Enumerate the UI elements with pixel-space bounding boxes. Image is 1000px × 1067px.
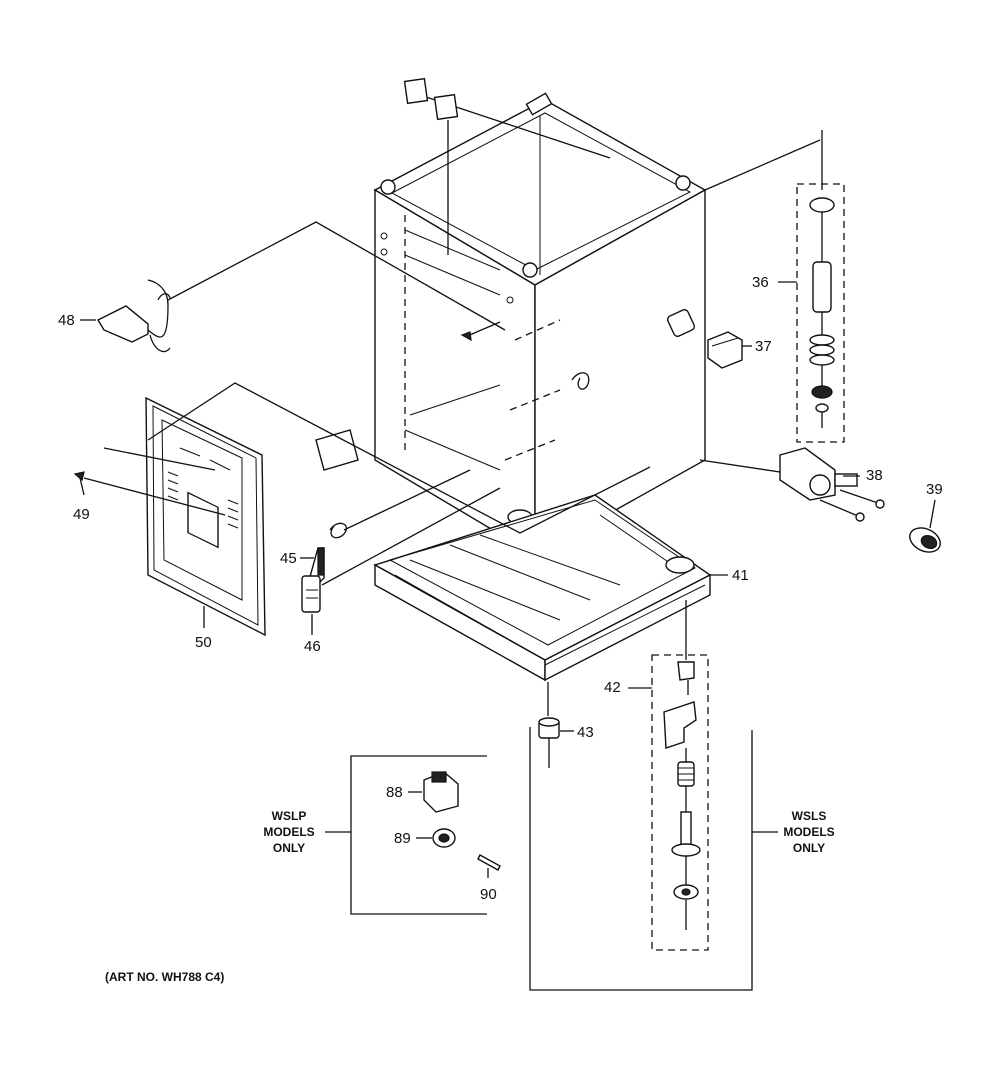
part-label-38: 38 [866, 467, 883, 484]
wslp-line-3: ONLY [273, 841, 305, 855]
art-number: (ART NO. WH788 C4) [105, 970, 224, 984]
wslp-parts [408, 771, 501, 878]
part-label-50: 50 [195, 634, 212, 651]
base-assembly [373, 494, 712, 682]
screw [73, 447, 226, 516]
wslp-line-2: MODELS [263, 825, 314, 839]
drain-pump [699, 447, 885, 522]
part-label-89: 89 [394, 830, 411, 847]
part-label-49: 49 [73, 506, 90, 523]
part-label-42: 42 [604, 679, 621, 696]
part-label-90: 90 [480, 886, 497, 903]
part-label-48: 48 [58, 312, 75, 329]
part-label-43: 43 [577, 724, 594, 741]
part-label-45: 45 [280, 550, 297, 567]
wsls-line-2: MODELS [783, 825, 834, 839]
part-label-46: 46 [304, 638, 321, 655]
part-label-39: 39 [926, 481, 943, 498]
drain-pump-filter [909, 499, 941, 553]
wslp-bracket [350, 755, 487, 915]
wsls-line-3: ONLY [793, 841, 825, 855]
lid-switch-assembly [300, 429, 501, 635]
part-label-37: 37 [755, 338, 772, 355]
lid-switch-cover [707, 331, 752, 369]
part-label-36: 36 [752, 274, 769, 291]
part-label-88: 88 [386, 784, 403, 801]
top-pads [403, 77, 459, 121]
cabinet [373, 92, 707, 557]
part-label-41: 41 [732, 567, 749, 584]
wsls-line-1: WSLS [792, 809, 827, 823]
wire-harness [80, 221, 506, 353]
foot-pad [538, 682, 574, 768]
leveling-leg-assembly [628, 600, 709, 951]
back-panel [145, 382, 651, 637]
wsls-bracket [529, 727, 753, 991]
wslp-line-1: WSLP [272, 809, 307, 823]
suspension-rod-assembly [704, 130, 845, 443]
